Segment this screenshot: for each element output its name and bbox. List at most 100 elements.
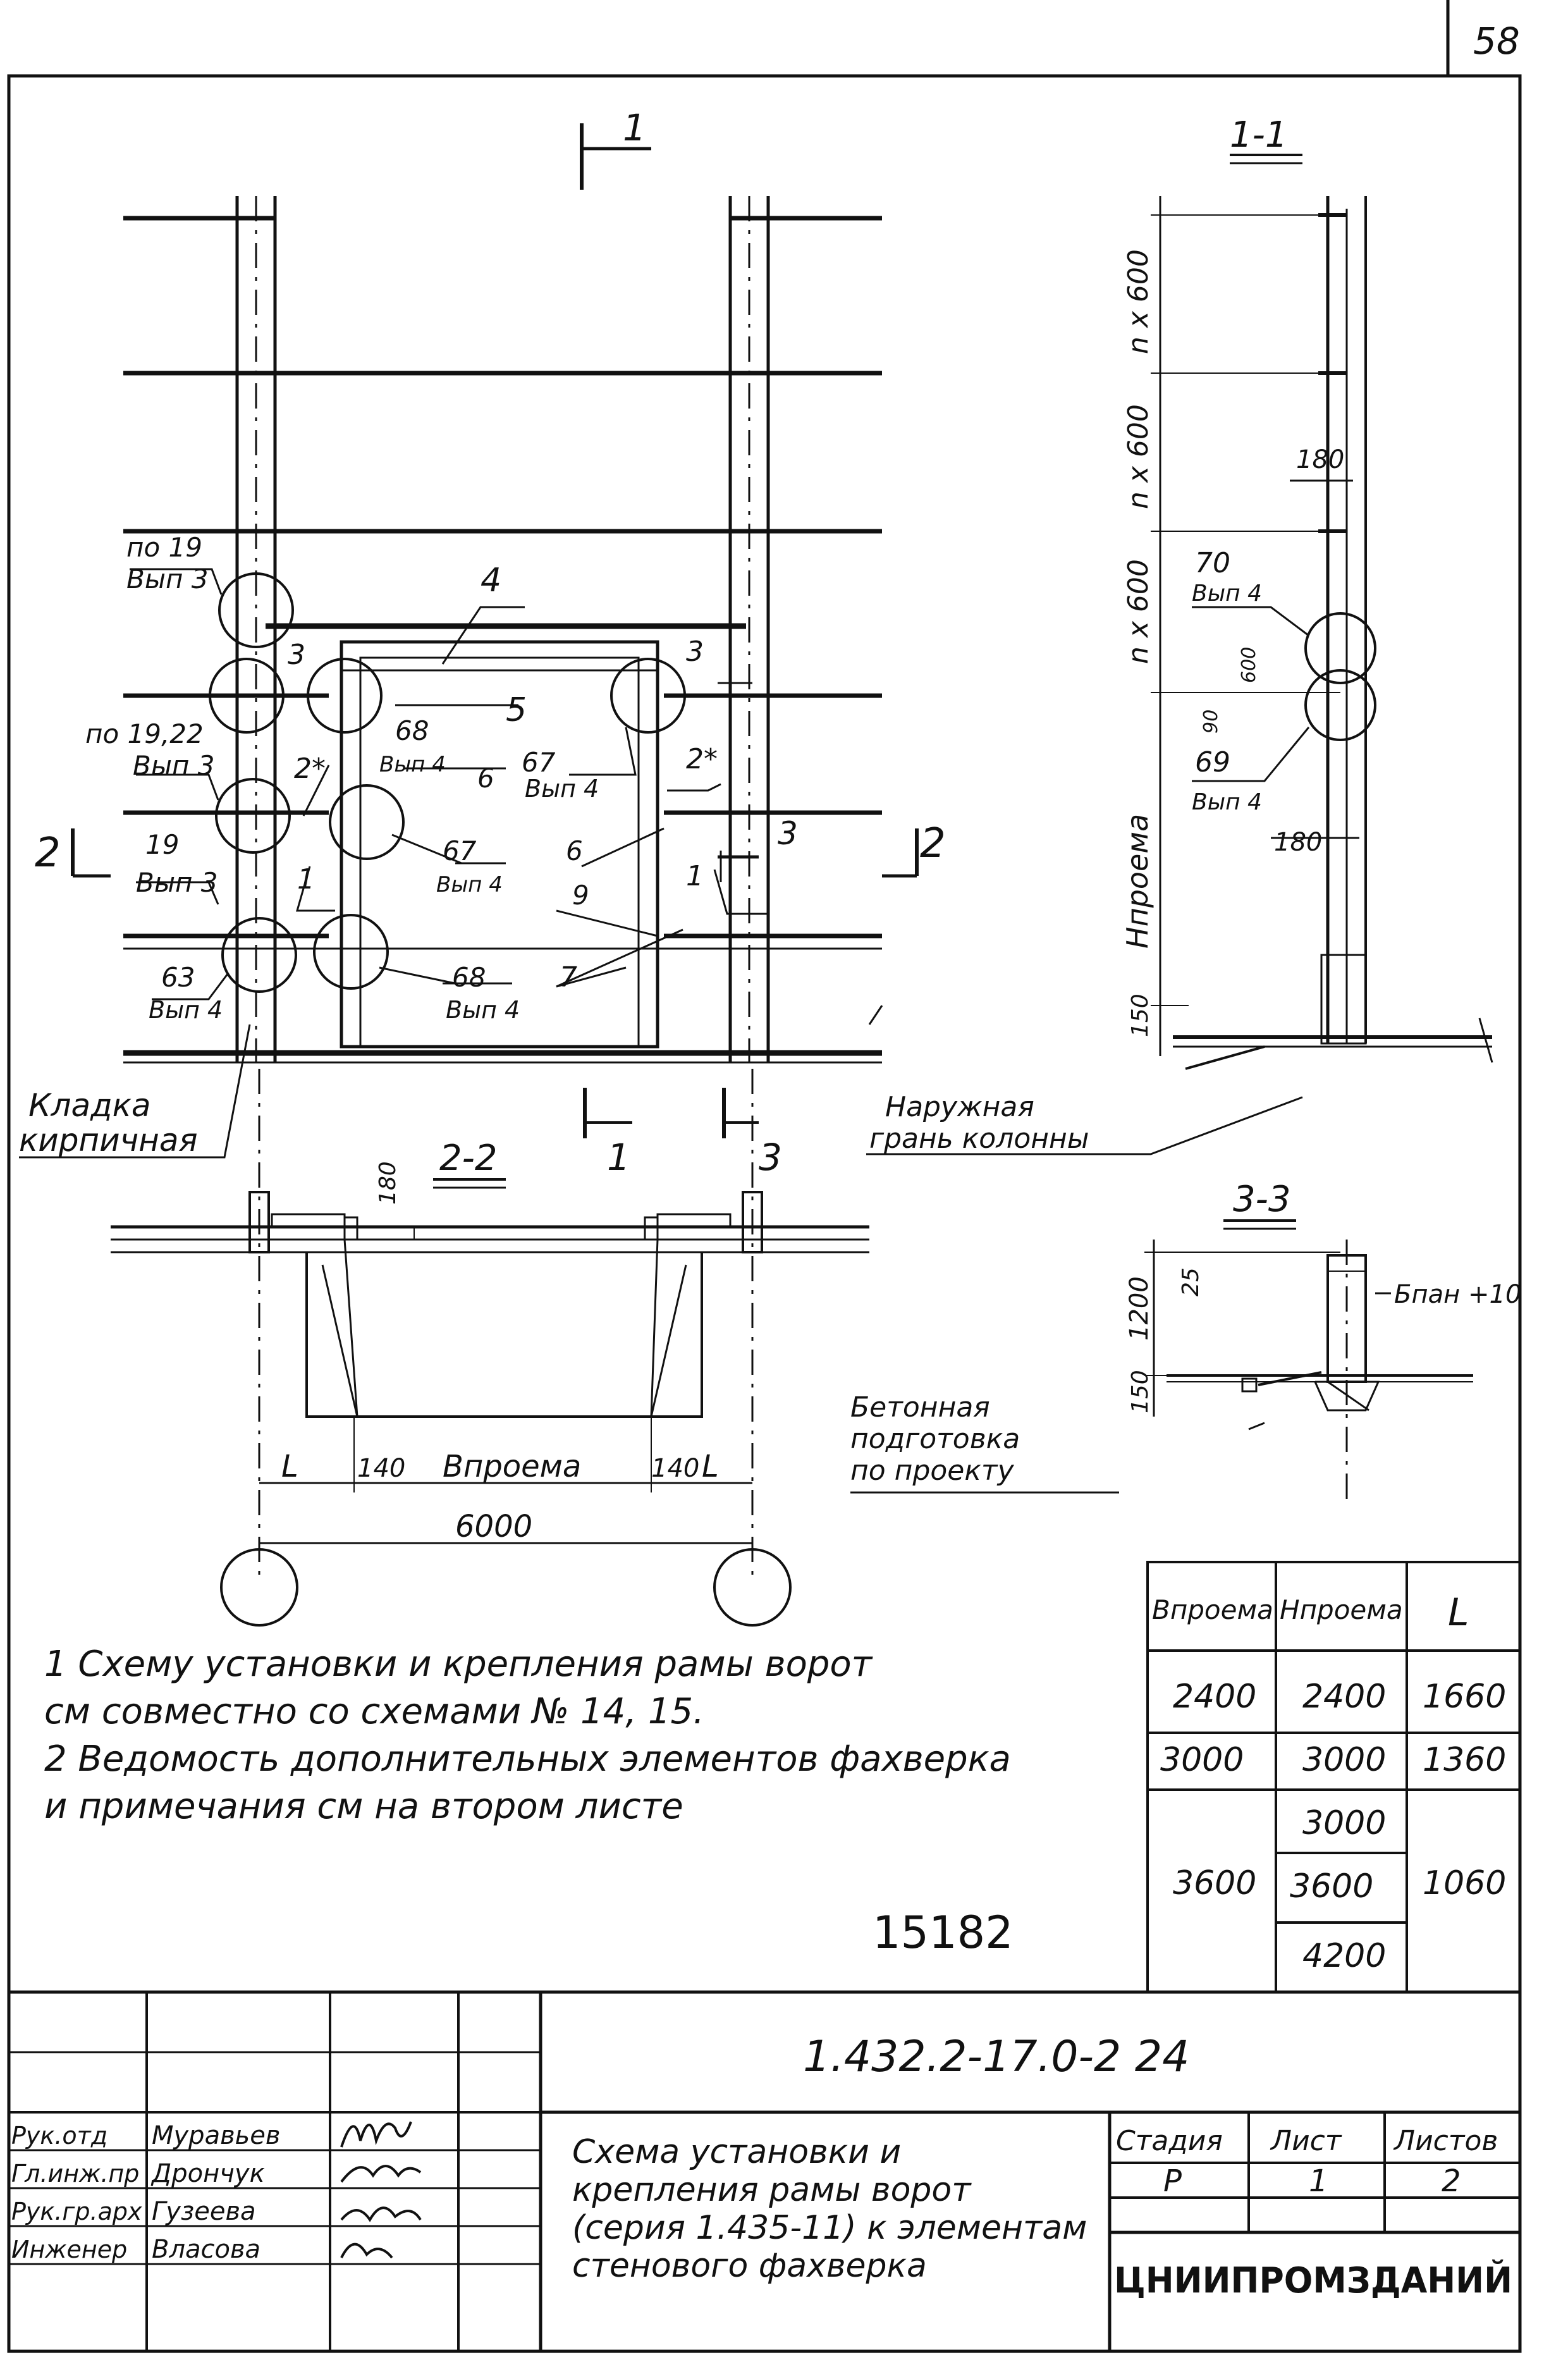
label-ref-63-vyp: Вып 4 xyxy=(149,996,223,1024)
table-header-b: Bпроема xyxy=(1152,1594,1273,1625)
label-outer-face-1: Наружная xyxy=(885,1091,1034,1123)
size-table: Bпроема Hпроема L 2400 2400 1660 3000 30… xyxy=(1146,1561,1521,1993)
table-cell-r3-h: 3000 xyxy=(1302,1804,1386,1842)
table-cell-r3-l: 1060 xyxy=(1423,1864,1506,1902)
notes: 1 Схему установки и крепления рамы ворот… xyxy=(44,1644,1014,1959)
view-title-3-3: 3-3 xyxy=(1233,1179,1290,1220)
name-3: Гузеева xyxy=(152,2197,256,2226)
ref-69: 69 xyxy=(1195,746,1230,778)
name-2: Дрончук xyxy=(150,2159,265,2188)
sheets-value: 2 xyxy=(1442,2163,1461,2199)
dim-n600-c: n x 600 xyxy=(1122,559,1155,664)
cut-mark-2-left: 2 xyxy=(35,830,61,877)
view-title-2-2: 2-2 xyxy=(439,1138,497,1179)
label-pos-1b: 1 xyxy=(686,860,704,892)
view-title-1-1: 1-1 xyxy=(1230,114,1287,156)
note-line-2: см совместно со схемами № 14, 15. xyxy=(44,1691,704,1732)
ref-70: 70 xyxy=(1195,547,1230,579)
label-ref-63: 63 xyxy=(161,962,195,993)
dim-25: 25 xyxy=(1178,1267,1204,1296)
title-line-4: стенового фахверка xyxy=(572,2247,927,2285)
role-4: Инженер xyxy=(11,2236,127,2263)
dim-600: 600 xyxy=(1238,647,1260,683)
label-ref-68-a: 68 xyxy=(395,715,429,746)
dim-150-3-3: 150 xyxy=(1127,1370,1153,1413)
wall-girts xyxy=(123,216,882,950)
cut-mark-1-top: 1 xyxy=(623,106,646,149)
title-line-3: (серия 1.435-11) к элементам xyxy=(572,2209,1087,2247)
handwritten-number: 15182 xyxy=(873,1907,1014,1959)
role-2: Гл.инж.пр xyxy=(11,2160,139,2187)
elevation-view: 1 xyxy=(19,106,1303,1159)
dim-L-left: L xyxy=(281,1449,298,1484)
label-masonry-1: Кладка xyxy=(28,1087,151,1124)
name-1: Муравьев xyxy=(152,2121,280,2150)
dim-140-right: 140 xyxy=(651,1454,699,1483)
label-ref-67-b-vyp: Вып 4 xyxy=(436,872,503,897)
dim-L-right: L xyxy=(702,1449,719,1484)
label-ref-68-a-vyp: Вып 4 xyxy=(379,752,446,777)
sheets-header: Листов xyxy=(1393,2125,1498,2157)
dim-h-opening: Hпроема xyxy=(1120,814,1155,949)
label-pos-6a: 6 xyxy=(477,763,494,794)
role-3: Рук.гр.арх xyxy=(11,2198,142,2225)
dim-6000: 6000 xyxy=(455,1509,532,1544)
dim-1200: 1200 xyxy=(1125,1276,1154,1341)
label-ref-19-b: 19 xyxy=(145,829,179,860)
sheet-value: 1 xyxy=(1309,2163,1328,2199)
sheet-number: 58 xyxy=(1473,20,1520,63)
table-cell-r2-h: 3000 xyxy=(1302,1741,1386,1779)
columns xyxy=(235,196,770,1062)
role-1: Рук.отд xyxy=(11,2122,107,2150)
label-ref-68-b-vyp: Вып 4 xyxy=(446,996,520,1024)
dim-n600-a: n x 600 xyxy=(1122,249,1155,354)
label-pos-3c: 3 xyxy=(778,815,798,852)
label-ref-67-a: 67 xyxy=(522,747,556,778)
label-ref-68-b: 68 xyxy=(452,962,486,993)
dim-180-a: 180 xyxy=(1296,445,1344,474)
cut-mark-2-right: 2 xyxy=(920,820,946,867)
section-2-2: 2-2 1 3 180 L 1 xyxy=(111,1069,869,1627)
table-cell-r2-b: 3000 xyxy=(1160,1741,1244,1779)
title-block: 1.432.2-17.0-2 24 Рук.отд Гл.инж.пр Рук.… xyxy=(9,1990,1520,2351)
label-concrete-3: по проекту xyxy=(850,1455,1015,1487)
document-code: 1.432.2-17.0-2 24 xyxy=(803,2032,1189,2082)
label-concrete-2: подготовка xyxy=(850,1423,1020,1455)
dim-180-2-2: 180 xyxy=(375,1161,401,1205)
dim-180-b: 180 xyxy=(1274,828,1322,857)
label-ref-1922-vyp: Вып 3 xyxy=(133,750,215,781)
table-cell-r4-h: 3600 xyxy=(1290,1868,1373,1905)
label-outer-face-2: грань колонны xyxy=(869,1123,1089,1155)
label-ref-67-b: 67 xyxy=(443,835,477,866)
table-cell-r3-b: 3600 xyxy=(1173,1864,1256,1902)
label-pos-5: 5 xyxy=(506,691,527,729)
dim-90: 90 xyxy=(1200,710,1222,734)
label-pos-4: 4 xyxy=(481,562,501,600)
label-ref-67-a-vyp: Вып 4 xyxy=(525,775,599,803)
note-line-3: 2 Ведомость дополнительных элементов фах… xyxy=(44,1738,1011,1780)
stage-header: Стадия xyxy=(1116,2125,1223,2157)
ref-70-vyp: Вып 4 xyxy=(1192,581,1262,606)
label-pos-3a: 3 xyxy=(288,639,305,671)
label-pos-6b: 6 xyxy=(566,835,583,866)
section-1-1: 1-1 n x 600 n x 600 n x 600 H xyxy=(1120,114,1493,1070)
note-line-1: 1 Схему установки и крепления рамы ворот xyxy=(44,1644,873,1685)
leader-lines xyxy=(130,568,768,1000)
table-header-l: L xyxy=(1448,1591,1469,1635)
label-pos-2a: 2* xyxy=(294,753,326,785)
label-pos-3b: 3 xyxy=(686,636,704,668)
title-line-2: крепления рамы ворот xyxy=(572,2171,972,2209)
table-cell-r2-l: 1360 xyxy=(1423,1741,1506,1779)
stage-value: Р xyxy=(1163,2163,1182,2199)
organization-name: ЦНИИПРОМЗДАНИЙ xyxy=(1114,2260,1512,2301)
label-pos-1a: 1 xyxy=(297,863,315,895)
label-masonry-2: кирпичная xyxy=(19,1122,198,1159)
label-concrete-1: Бетонная xyxy=(850,1391,990,1424)
label-b-pan: Бпан +10 xyxy=(1394,1280,1521,1309)
dim-n600-b: n x 600 xyxy=(1122,404,1155,509)
label-ref-19-a: по 19 xyxy=(126,532,202,563)
callout-circles xyxy=(209,572,686,993)
dim-140-left: 140 xyxy=(357,1454,405,1483)
